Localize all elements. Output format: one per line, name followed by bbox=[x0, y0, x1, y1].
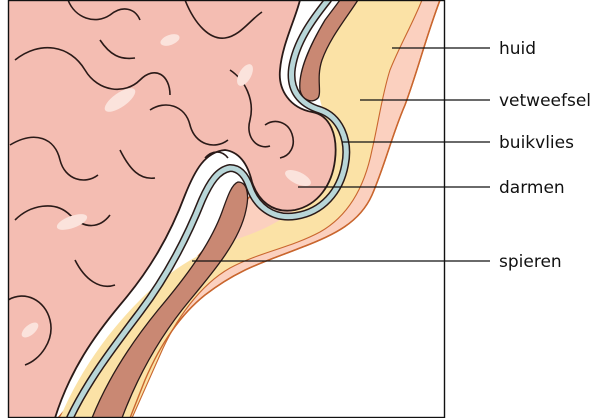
label-peritoneum: buikvlies bbox=[499, 133, 574, 153]
label-skin: huid bbox=[499, 39, 536, 59]
intestines bbox=[8, 0, 336, 418]
label-fat: vetweefsel bbox=[499, 91, 591, 111]
label-muscles: spieren bbox=[499, 252, 562, 272]
cross-section bbox=[8, 0, 440, 418]
label-intestines: darmen bbox=[499, 178, 565, 198]
